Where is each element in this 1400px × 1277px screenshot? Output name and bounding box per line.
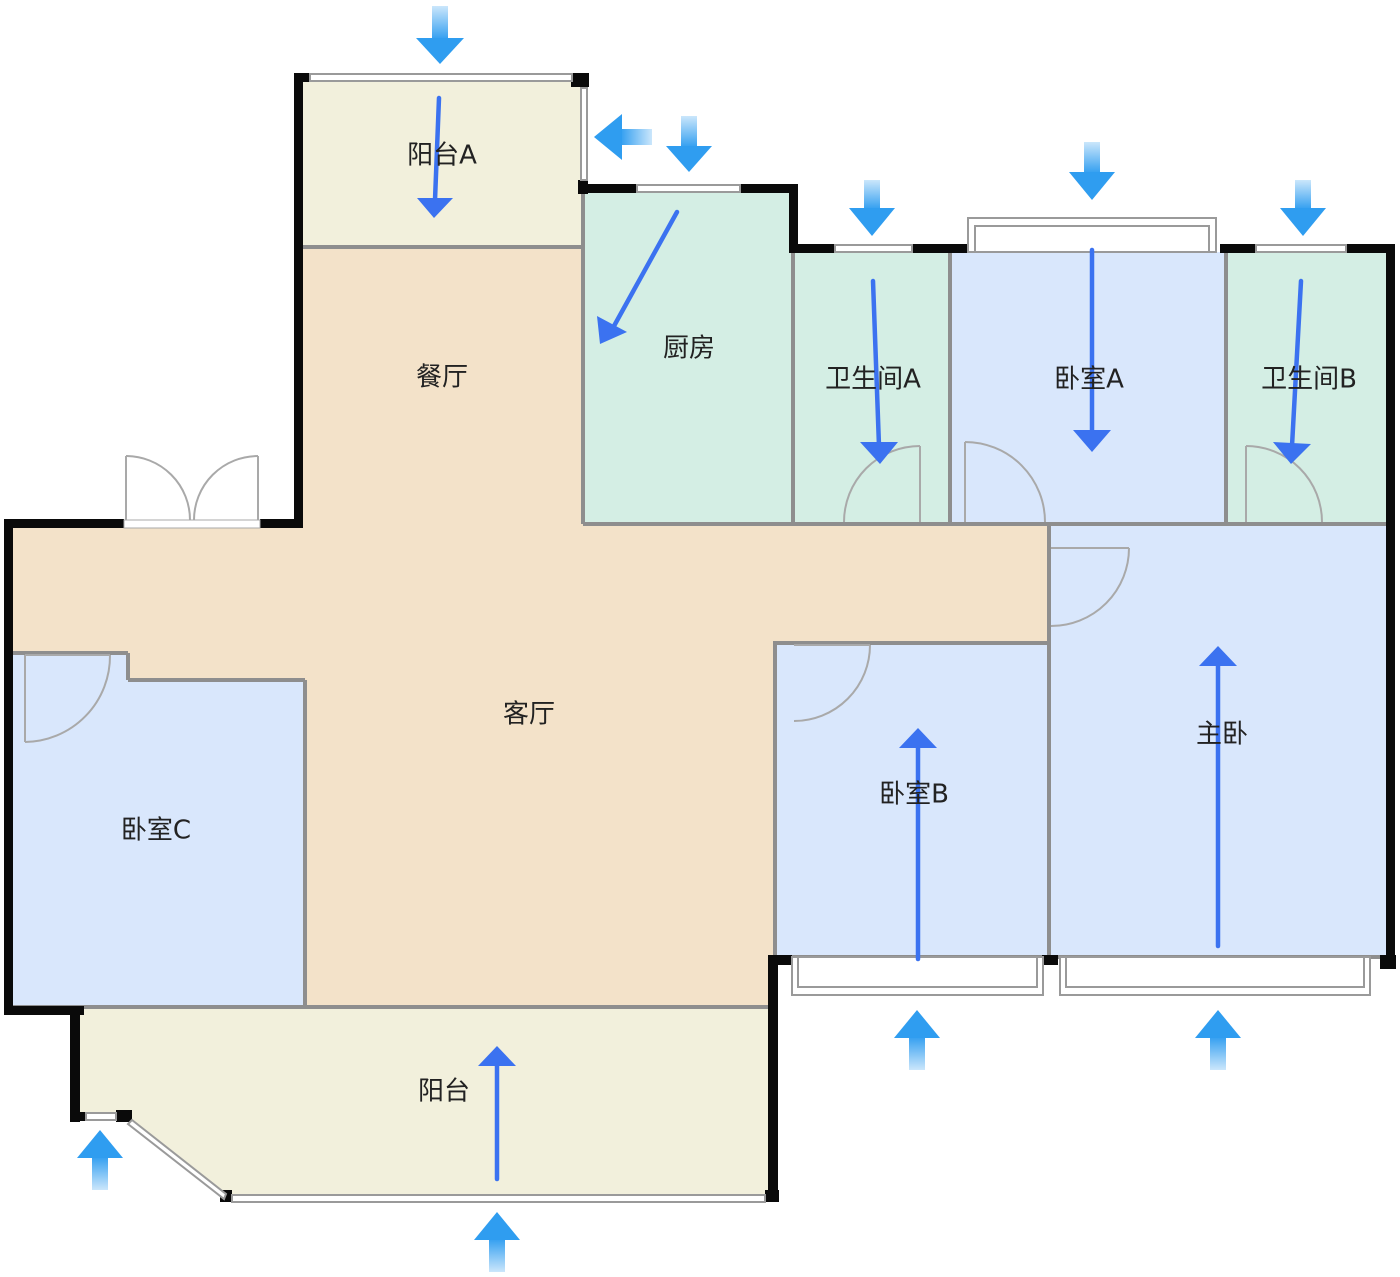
flow-arrow-icon bbox=[1273, 278, 1311, 464]
room-label-master: 主卧 bbox=[1196, 720, 1248, 750]
room-fill-balcony-a bbox=[303, 82, 583, 247]
inflow-arrow-icon bbox=[849, 180, 895, 236]
flow-arrow-icon bbox=[417, 95, 453, 218]
door-bedroom-a bbox=[964, 441, 1046, 523]
flow-arrows bbox=[417, 95, 1311, 1182]
door-master bbox=[1050, 547, 1130, 627]
flow-arrow-icon bbox=[860, 278, 898, 464]
flow-arrow-icon bbox=[478, 1046, 516, 1182]
flow-arrow-icon bbox=[899, 728, 937, 962]
room-label-kitchen: 厨房 bbox=[663, 334, 715, 364]
inflow-arrow-icon bbox=[1195, 1010, 1241, 1070]
flow-arrow-icon bbox=[597, 209, 680, 344]
windows bbox=[85, 73, 1371, 1203]
flow-arrow-icon bbox=[1199, 646, 1237, 949]
flow-arrow-icon bbox=[1073, 247, 1111, 452]
room-label-bedroom-c: 卧室C bbox=[121, 816, 191, 846]
door-bedroom-b bbox=[793, 644, 871, 722]
partitions bbox=[12, 192, 1392, 1009]
room-fill-living bbox=[12, 524, 1049, 1007]
room-label-bathroom-b: 卫生间B bbox=[1261, 365, 1357, 395]
room-labels: 阳台A 餐厅 厨房 卫生间A 卧室A 卫生间B 客厅 卧室C 卧室B 主卧 阳台 bbox=[121, 141, 1357, 1107]
door-bathroom-b bbox=[1245, 445, 1323, 523]
room-fill-dining bbox=[303, 247, 583, 527]
inflow-arrow-icon bbox=[416, 6, 464, 64]
room-label-bathroom-a: 卫生间A bbox=[825, 365, 921, 395]
inflow-arrow-icon bbox=[666, 116, 712, 172]
inflow-arrow-icon bbox=[894, 1010, 940, 1070]
inflow-arrow-icon bbox=[474, 1212, 520, 1272]
inflow-arrow-icon bbox=[77, 1130, 123, 1190]
room-fill-master bbox=[1049, 524, 1392, 957]
room-fill-bedroom-b bbox=[775, 645, 1049, 957]
room-label-bedroom-b: 卧室B bbox=[879, 780, 949, 810]
room-fills bbox=[12, 82, 1392, 1197]
room-fill-balcony bbox=[78, 1007, 773, 1197]
exterior-walls bbox=[4, 73, 1396, 1202]
room-label-dining: 餐厅 bbox=[416, 363, 468, 393]
door-bedroom-c bbox=[24, 654, 112, 743]
door-bathroom-a bbox=[843, 445, 921, 523]
inflow-arrows bbox=[77, 6, 1326, 1272]
room-label-balcony-a: 阳台A bbox=[407, 141, 477, 171]
room-fill-kitchen bbox=[583, 192, 793, 524]
room-fill-bedroom-a bbox=[950, 252, 1226, 524]
double-door bbox=[123, 455, 261, 529]
room-label-bedroom-a: 卧室A bbox=[1054, 365, 1124, 395]
doors bbox=[24, 441, 1323, 743]
inflow-arrow-icon bbox=[1280, 180, 1326, 236]
inflow-arrow-icon bbox=[594, 114, 652, 160]
inflow-arrow-icon bbox=[1069, 142, 1115, 200]
room-label-balcony: 阳台 bbox=[418, 1077, 470, 1107]
room-fill-bedroom-c bbox=[12, 653, 305, 1007]
room-label-living: 客厅 bbox=[503, 700, 555, 730]
